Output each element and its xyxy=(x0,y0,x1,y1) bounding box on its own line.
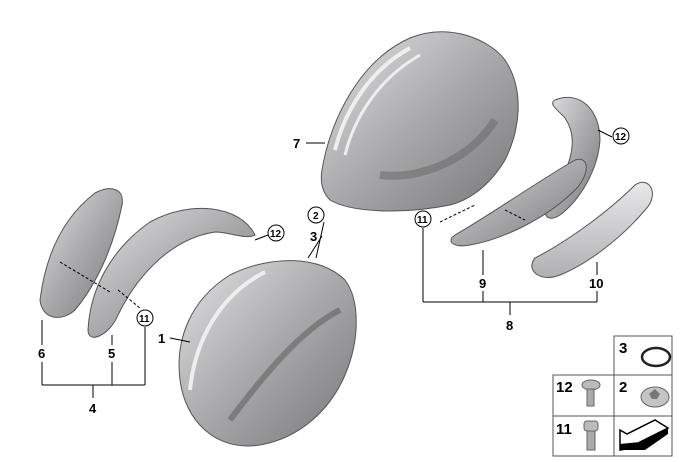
leader-lines xyxy=(41,129,613,398)
callout-8: 8 xyxy=(506,318,513,333)
callout-11a: 11 xyxy=(139,314,150,325)
callout-7: 7 xyxy=(293,136,300,151)
screw-12-icon xyxy=(581,379,601,407)
callout-4: 4 xyxy=(89,401,97,416)
callout-2-circle xyxy=(307,206,325,224)
trim-9 xyxy=(450,158,587,247)
callout-11b-circle xyxy=(414,210,432,228)
callout-9: 9 xyxy=(479,276,486,291)
legend-3: 3 xyxy=(619,340,627,357)
callout-3: 3 xyxy=(310,229,317,244)
protector-5 xyxy=(87,207,256,338)
trim-plate-6 xyxy=(39,188,123,318)
legend-12: 12 xyxy=(556,379,573,396)
callout-5: 5 xyxy=(108,346,115,361)
legend-2: 2 xyxy=(619,379,627,396)
o-ring-icon xyxy=(640,346,672,368)
screw-11-icon xyxy=(583,420,599,451)
callout-11a-circle xyxy=(136,309,154,327)
legend-11: 11 xyxy=(556,421,572,438)
callout-2: 2 xyxy=(313,211,319,222)
callout-10: 10 xyxy=(589,276,603,291)
plug-2-icon xyxy=(640,386,670,408)
direction-arrow-icon xyxy=(619,419,670,451)
callout-12b: 12 xyxy=(615,132,627,143)
callout-12b-circle xyxy=(612,127,630,145)
callout-11b: 11 xyxy=(417,215,428,226)
callout-12a-circle xyxy=(267,224,285,242)
callout-6: 6 xyxy=(38,346,45,361)
cylinder-head-cover-upper xyxy=(320,31,519,212)
callout-12a: 12 xyxy=(270,229,282,240)
cylinder-head-cover-lower xyxy=(178,260,357,447)
parts-legend xyxy=(552,335,673,457)
trim-10 xyxy=(531,182,653,278)
callout-1: 1 xyxy=(158,331,165,346)
